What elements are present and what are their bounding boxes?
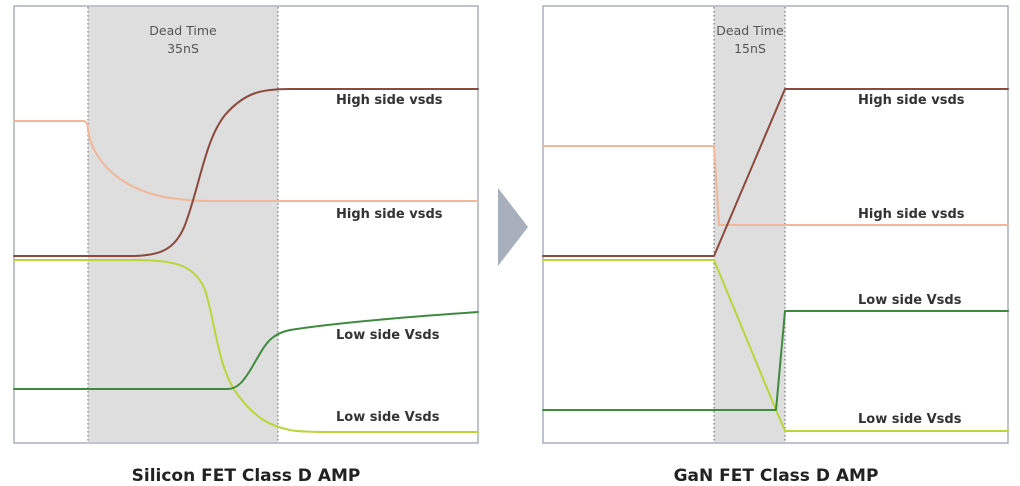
gan-label-low-top: Low side Vsds	[858, 293, 962, 308]
silicon-panel: Dead Time 35nS High side vsds High side …	[13, 5, 479, 486]
gan-label-high-top: High side vsds	[858, 93, 965, 108]
gan-low-side-rise-curve	[542, 310, 1009, 411]
silicon-high-side-off-curve	[13, 120, 479, 202]
silicon-label-high-bottom: High side vsds	[336, 207, 443, 222]
silicon-label-high-top: High side vsds	[336, 93, 443, 108]
silicon-title: Silicon FET Class D AMP	[132, 466, 361, 486]
gan-high-side-on-curve	[542, 88, 1009, 257]
silicon-dead-time-value: 35nS	[167, 41, 199, 56]
gan-label-high-bottom: High side vsds	[858, 207, 965, 222]
gan-dead-time-value: 15nS	[734, 41, 766, 56]
silicon-dead-time-label: Dead Time	[149, 23, 217, 38]
silicon-high-side-on-curve	[13, 88, 479, 257]
gan-title: GaN FET Class D AMP	[674, 466, 879, 486]
arrow-right-icon	[498, 188, 528, 266]
silicon-low-side-rise-curve	[13, 311, 479, 390]
silicon-label-low-bottom: Low side Vsds	[336, 410, 440, 425]
silicon-dead-time-region	[88, 7, 278, 442]
gan-high-side-off-curve	[542, 145, 1009, 226]
silicon-label-low-top: Low side Vsds	[336, 328, 440, 343]
gan-dead-time-label: Dead Time	[716, 23, 784, 38]
gan-panel: Dead Time 15nS High side vsds High side …	[542, 5, 1009, 486]
gan-label-low-bottom: Low side Vsds	[858, 412, 962, 427]
